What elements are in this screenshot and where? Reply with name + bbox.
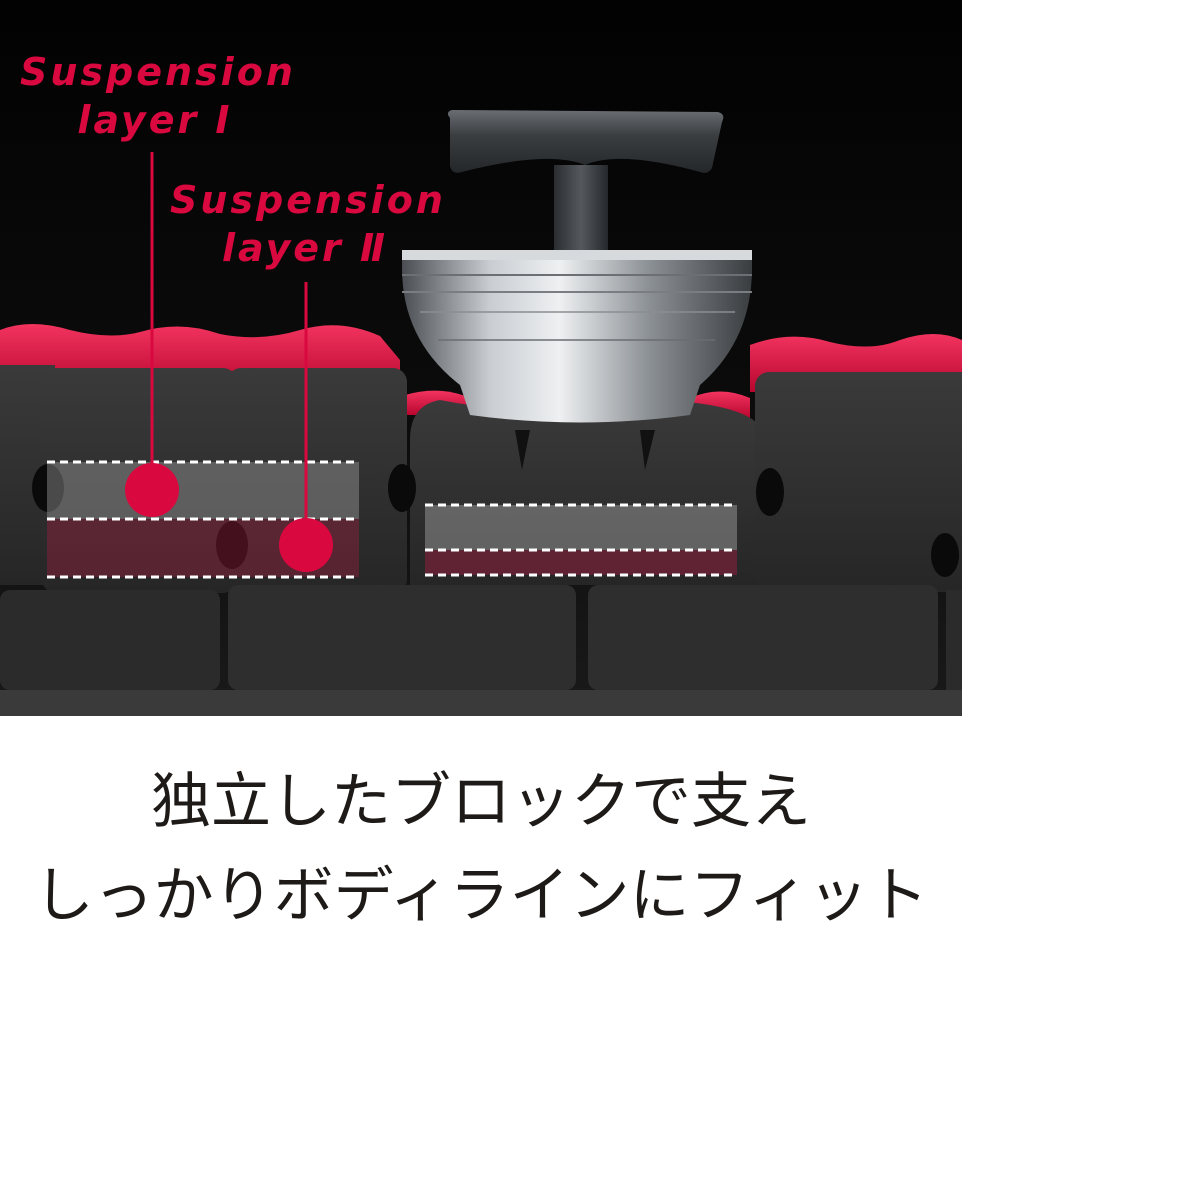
label-line: layer Ⅱ (221, 226, 389, 270)
suspension-layer-2-label: Suspension layer Ⅱ (170, 176, 446, 272)
caption-line-2: しっかりボディラインにフィット (33, 861, 929, 931)
suspension-layer-1-label: Suspension layer Ⅰ (20, 48, 296, 144)
mattress-illustration (0, 0, 962, 716)
label-line: Suspension (170, 178, 446, 222)
caption: 独立したブロックで支え しっかりボディラインにフィット (0, 755, 962, 943)
label-line: Suspension (20, 50, 296, 94)
label-line: layer Ⅰ (77, 98, 233, 142)
product-photo: Suspension layer Ⅰ Suspension layer Ⅱ (0, 0, 962, 716)
caption-line-1: 独立したブロックで支え (151, 767, 811, 837)
